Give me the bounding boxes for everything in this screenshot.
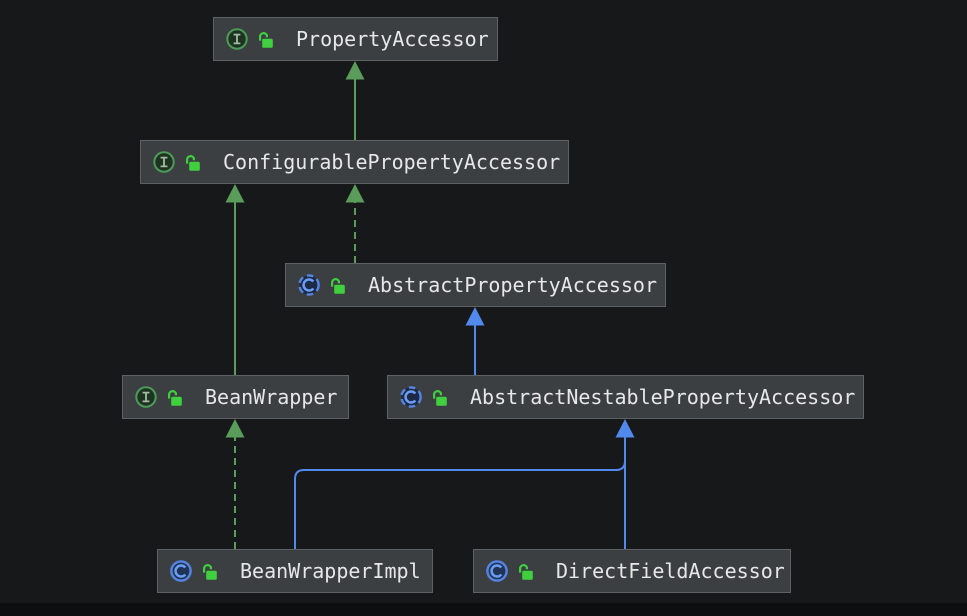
- arrowhead-icon: [225, 184, 245, 203]
- class-name-label: PropertyAccessor: [296, 27, 489, 51]
- public-unlocked-icon: [166, 388, 183, 407]
- interface-icon: [225, 27, 249, 51]
- abstract-class-icon: [399, 385, 423, 409]
- interface-icon: [134, 385, 158, 409]
- public-unlocked-icon: [184, 153, 201, 172]
- class-name-label: DirectFieldAccessor: [556, 559, 785, 583]
- class-icon: [169, 559, 193, 583]
- window-bottom-edge: [0, 603, 967, 616]
- public-unlocked-icon: [517, 562, 534, 581]
- abstract-class-icon: [297, 273, 321, 297]
- class-node-abstract-nestable-property-accessor[interactable]: AbstractNestablePropertyAccessor: [387, 375, 864, 419]
- arrowhead-icon: [345, 61, 365, 80]
- class-node-bean-wrapper-impl[interactable]: BeanWrapperImpl: [157, 549, 433, 593]
- class-name-label: BeanWrapperImpl: [240, 559, 421, 583]
- class-node-configurable-property-accessor[interactable]: ConfigurablePropertyAccessor: [140, 140, 569, 184]
- interface-icon: [152, 150, 176, 174]
- class-node-direct-field-accessor[interactable]: DirectFieldAccessor: [473, 549, 791, 593]
- arrowhead-icon: [465, 307, 485, 326]
- arrowhead-icon: [225, 419, 245, 438]
- class-name-label: AbstractPropertyAccessor: [368, 273, 657, 297]
- class-name-label: AbstractNestablePropertyAccessor: [470, 385, 856, 409]
- class-node-abstract-property-accessor[interactable]: AbstractPropertyAccessor: [285, 263, 666, 307]
- class-name-label: ConfigurablePropertyAccessor: [223, 150, 561, 174]
- public-unlocked-icon: [201, 562, 218, 581]
- arrowhead-icon: [615, 419, 635, 438]
- class-node-property-accessor[interactable]: PropertyAccessor: [213, 17, 498, 61]
- public-unlocked-icon: [431, 388, 448, 407]
- public-unlocked-icon: [257, 30, 274, 49]
- class-node-bean-wrapper[interactable]: BeanWrapper: [122, 375, 349, 419]
- class-icon: [485, 559, 509, 583]
- arrowhead-icon: [345, 184, 365, 203]
- public-unlocked-icon: [329, 276, 346, 295]
- edge-beanwrapperimpl-extends-abstractnestablepropertyaccessor: [294, 460, 626, 549]
- class-name-label: BeanWrapper: [205, 385, 338, 409]
